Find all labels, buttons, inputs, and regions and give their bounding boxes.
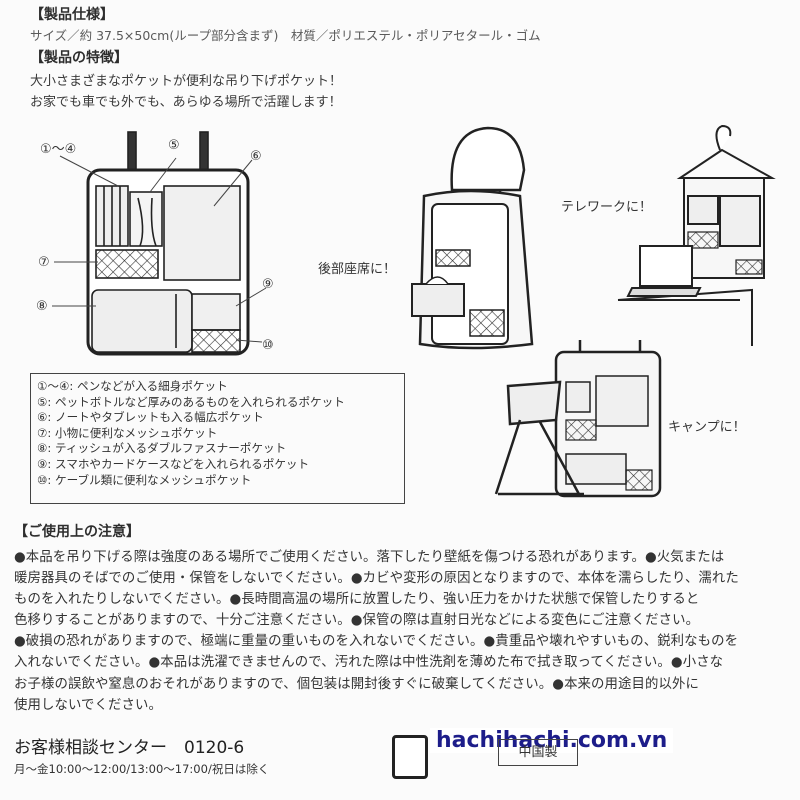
notes-heading: 【ご使用上の注意】 [14, 524, 140, 540]
caption-camp: キャンプに！ [668, 420, 746, 435]
customer-center: お客様相談センター 0120-6 [14, 738, 245, 758]
legend-item: ⑦: 小物に便利なメッシュポケット [37, 425, 218, 440]
legend-item: ①～④: ペンなどが入る細身ポケット [37, 379, 228, 393]
callout-9: ⑨ [262, 277, 274, 292]
note-line: ●本品を吊り下げる際は強度のある場所でご使用ください。落下したり壁紙を傷つける恐… [14, 550, 725, 565]
note-line: 使用しないでください。 [14, 697, 162, 713]
spec-line: サイズ／約 37.5×50cm(ループ部分含まず) 材質／ポリエステル・ポリアセ… [30, 28, 541, 43]
callout-5: ⑤ [168, 138, 180, 153]
legend-item: ⑨: スマホやカードケースなどを入れられるポケット [37, 456, 310, 471]
caption-car: 後部座席に！ [318, 262, 397, 277]
feature-line-2: お家でも車でも外でも、あらゆる場所で活躍します！ [30, 95, 342, 110]
caption-telework: テレワークに！ [561, 200, 653, 215]
note-line: 入れないでください。●本品は洗濯できませんので、汚れた際は中性洗剤を薄めた布で拭… [14, 655, 724, 671]
legend-item: ⑤: ペットボトルなど厚みのあるものを入れられるポケット [37, 394, 345, 409]
organizer-diagram [86, 131, 250, 356]
callout-8: ⑧ [36, 299, 48, 314]
business-hours: 月～金10:00～12:00/13:00～17:00/祝日は除く [14, 762, 270, 776]
callout-1-4: ①～④ [40, 142, 77, 157]
note-line: 暖房器具のそばでのご使用・保管をしないでください。●カビや変形の原因となりますの… [14, 571, 739, 587]
package-mark [392, 735, 428, 779]
camp-chair-illustration [494, 340, 662, 498]
note-line: ●破損の恐れがありますので、極端に重量の重いものを入れないでください。●貴重品や… [14, 634, 739, 650]
callout-10: ⑩ [262, 338, 274, 353]
callout-7: ⑦ [38, 255, 50, 270]
note-line: ものを入れたりしないでください。●長時間高温の場所に放置したり、強い圧力をかけた… [14, 592, 700, 608]
pocket-legend: ①～④: ペンなどが入る細身ポケット ⑤: ペットボトルなど厚みのあるものを入れ… [30, 373, 405, 504]
car-seat-illustration [411, 126, 534, 350]
legend-item: ⑥: ノートやタブレットも入る幅広ポケット [37, 410, 264, 425]
features-heading: 【製品の特徴】 [30, 50, 128, 66]
spec-heading: 【製品仕様】 [30, 7, 114, 23]
legend-item: ⑧: ティッシュが入るダブルファスナーポケット [37, 441, 287, 456]
feature-line-1: 大小さまざまなポケットが便利な吊り下げポケット！ [30, 74, 343, 89]
watermark: hachihachi.com.vn [430, 728, 674, 753]
notes-body: ●本品を吊り下げる際は強度のある場所でご使用ください。落下したり壁紙を傷つける恐… [14, 547, 794, 716]
note-line: 色移りすることがありますので、十分ご注意ください。●保管の際は直射日光などによる… [14, 613, 700, 629]
callout-6: ⑥ [250, 149, 262, 164]
telework-illustration [617, 124, 776, 346]
note-line: お子様の誤飲や窒息のおそれがありますので、個包装は開封後すぐに破棄してください。… [14, 676, 699, 692]
origin-label: 中国製 [498, 739, 578, 766]
legend-item: ⑩: ケーブル類に便利なメッシュポケット [37, 472, 252, 487]
